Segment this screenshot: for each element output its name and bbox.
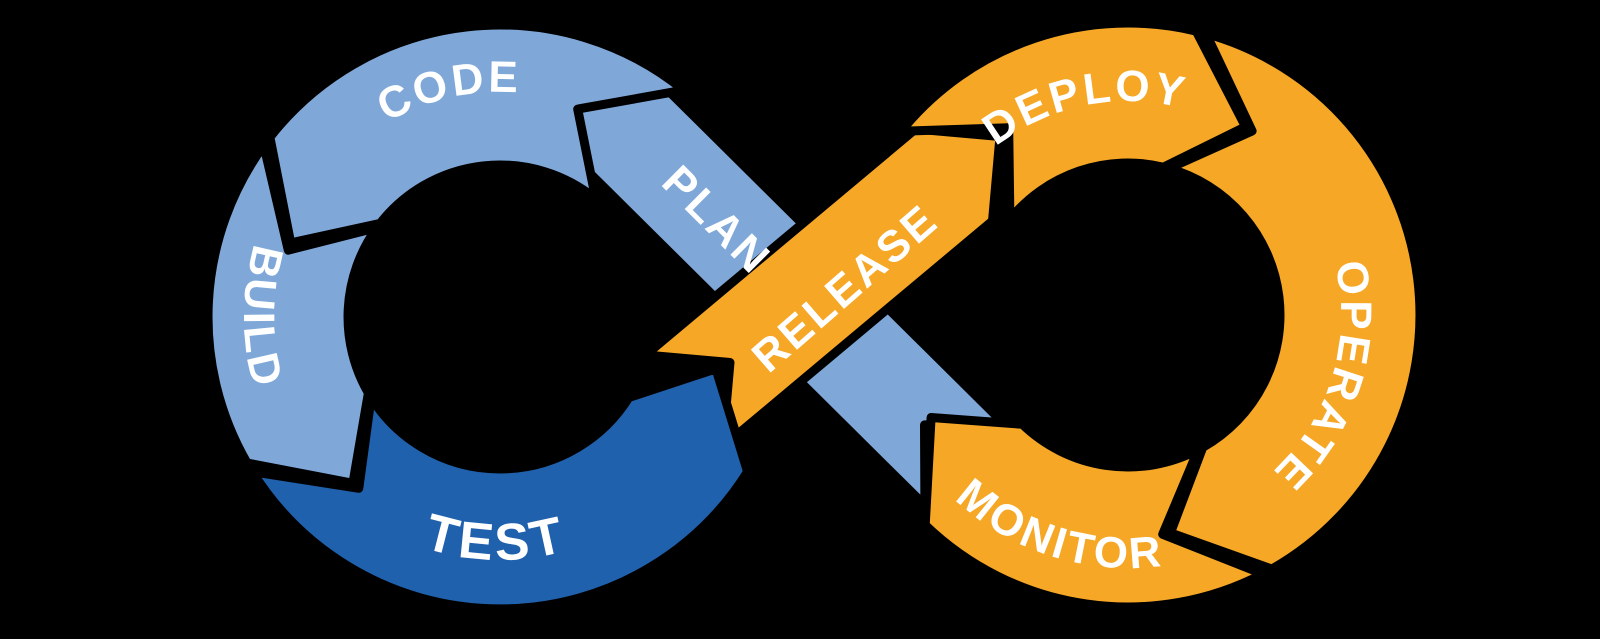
label-build: BUILD: [234, 241, 293, 393]
segment-code: [265, 20, 689, 248]
segments: [203, 18, 1425, 614]
segment-operate: [1164, 29, 1425, 574]
segment-monitor: [920, 413, 1268, 612]
segment-build: [203, 140, 382, 488]
segment-deploy: [896, 18, 1251, 224]
segment-test: [247, 364, 753, 614]
label-test: TEST: [419, 503, 572, 572]
